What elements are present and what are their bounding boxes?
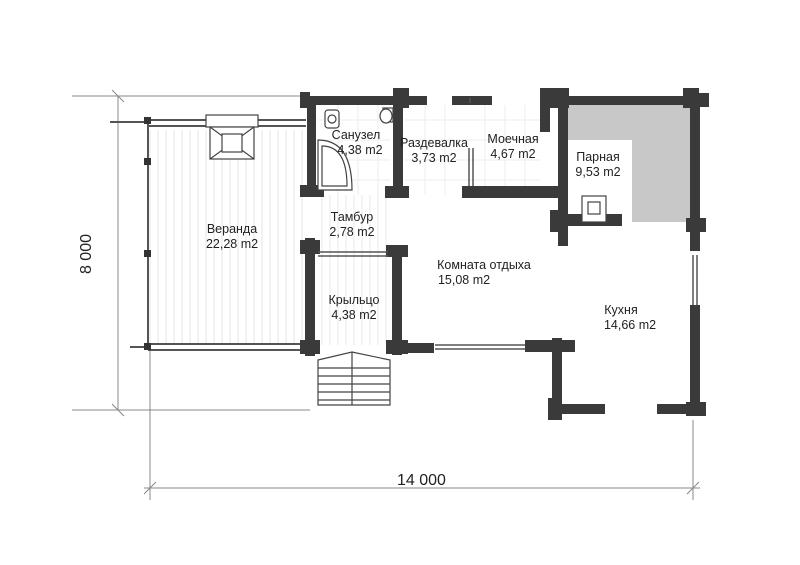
sauna-stove xyxy=(581,195,607,223)
height-dimension-label: 8 000 xyxy=(78,233,95,275)
room-area: 22,28 m2 xyxy=(205,237,259,251)
room-name: Кухня xyxy=(604,303,638,317)
doors xyxy=(318,98,698,350)
room-area: 14,66 m2 xyxy=(603,318,657,332)
room-area: 2,78 m2 xyxy=(329,225,375,239)
room-name: Тамбур xyxy=(330,210,374,224)
walls xyxy=(300,88,709,420)
room-name: Веранда xyxy=(206,222,258,236)
room-sanuzel: Санузел 4,38 m2 xyxy=(329,128,383,158)
sauna-shelf xyxy=(568,105,690,222)
width-dimension-label: 14 000 xyxy=(397,472,446,489)
room-name: Раздевалка xyxy=(400,136,468,150)
toilet xyxy=(379,107,394,124)
fireplace xyxy=(205,114,259,160)
room-komnata-otdykha: Комната отдыха 15,08 m2 xyxy=(437,258,531,288)
room-moechnaya: Моечная 4,67 m2 xyxy=(487,132,538,162)
dimension-lines xyxy=(72,89,700,500)
room-area: 4,38 m2 xyxy=(337,143,383,157)
room-kukhnya: Кухня 14,66 m2 xyxy=(604,303,656,333)
bathtub xyxy=(317,139,353,191)
room-parnaya: Парная 9,53 m2 xyxy=(575,150,620,180)
room-area: 9,53 m2 xyxy=(575,165,621,179)
room-kryltso: Крыльцо 4,38 m2 xyxy=(329,293,380,323)
room-name: Парная xyxy=(576,150,620,164)
room-area: 3,73 m2 xyxy=(411,151,457,165)
room-area: 15,08 m2 xyxy=(437,273,491,287)
porch-stairs xyxy=(317,351,391,406)
veranda-posts xyxy=(144,117,151,350)
room-name: Комната отдыха xyxy=(437,258,531,272)
room-veranda: Веранда 22,28 m2 xyxy=(206,222,258,252)
sink xyxy=(324,109,340,129)
room-area: 4,38 m2 xyxy=(331,308,377,322)
room-razdevalka: Раздевалка 3,73 m2 xyxy=(400,136,468,166)
room-name: Санузел xyxy=(331,128,381,142)
room-name: Моечная xyxy=(487,132,539,146)
porch-floor xyxy=(321,195,387,345)
veranda-floor xyxy=(149,130,303,345)
room-area: 4,67 m2 xyxy=(490,147,536,161)
room-tambur: Тамбур 2,78 m2 xyxy=(329,210,374,240)
room-name: Крыльцо xyxy=(328,293,380,307)
